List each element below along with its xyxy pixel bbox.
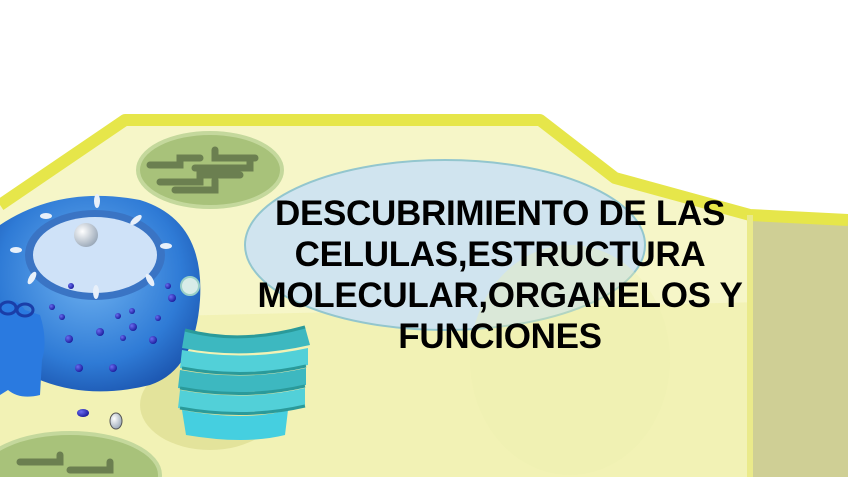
slide-title: DESCUBRIMIENTO DE LAS CELULAS,ESTRUCTURA…: [225, 193, 775, 357]
vacuole: [244, 159, 646, 331]
vesicle: [77, 409, 89, 417]
title-line-3: MOLECULAR,ORGANELOS Y: [257, 276, 743, 315]
vesicle-grey: [109, 412, 123, 430]
nucleus: [0, 194, 201, 392]
endoplasmic-reticulum: [0, 300, 45, 397]
mitochondrion-top: [136, 131, 284, 209]
mitochondrion-bottom: [0, 431, 162, 477]
golgi-apparatus: [178, 325, 310, 440]
title-line-2: CELULAS,ESTRUCTURA: [294, 235, 706, 274]
title-line-1: DESCUBRIMIENTO DE LAS: [274, 194, 726, 233]
nucleolus: [74, 223, 98, 247]
title-line-4: FUNCIONES: [398, 317, 602, 356]
